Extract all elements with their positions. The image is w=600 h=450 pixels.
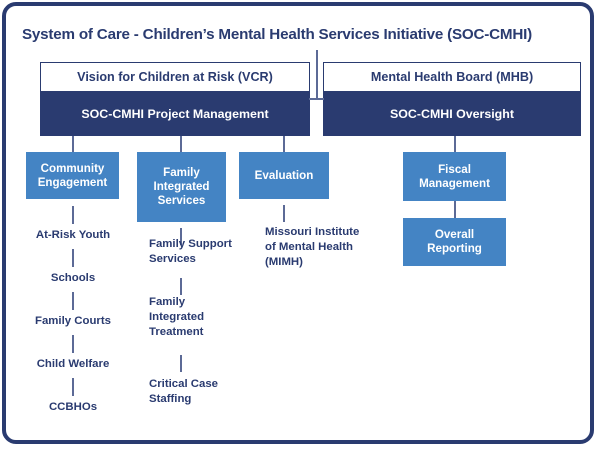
connector-community-2 (72, 249, 74, 267)
role-bar-oversight: SOC-CMHI Oversight (323, 92, 581, 136)
leaf-schools: Schools (50, 272, 96, 284)
leaf-mimh: Missouri Institute of Mental Health (MIM… (265, 226, 360, 269)
connector-drop-family-integrated-services (180, 136, 182, 152)
connector-family-2 (180, 278, 182, 295)
header-box-mhb: Mental Health Board (MHB) (323, 62, 581, 92)
leaf-ccbhos: CCBHOs (48, 401, 98, 413)
branch-box-family-integrated-services[interactable]: Family Integrated Services (137, 152, 226, 222)
header-box-vcr: Vision for Children at Risk (VCR) (40, 62, 310, 92)
connector-community-1 (72, 206, 74, 224)
connector-evaluation-1 (283, 205, 285, 222)
connector-drop-fiscal-management (454, 136, 456, 152)
connector-top-groups-vertical (316, 50, 318, 99)
connector-community-5 (72, 378, 74, 396)
branch-box-evaluation[interactable]: Evaluation (239, 152, 329, 199)
connector-family-3 (180, 355, 182, 372)
connector-fiscal-1 (454, 201, 456, 218)
leaf-family-courts: Family Courts (35, 315, 111, 327)
connector-top-groups-horizontal (309, 98, 324, 100)
connector-community-4 (72, 335, 74, 353)
leaf-family-integrated-treatment: Family Integrated Treatment (149, 296, 205, 339)
role-bar-project-management: SOC-CMHI Project Management (40, 92, 310, 136)
connector-family-1 (180, 228, 182, 245)
branch-box-overall-reporting[interactable]: Overall Reporting (403, 218, 506, 266)
leaf-critical-case-staffing: Critical Case Staffing (149, 378, 219, 406)
branch-box-fiscal-management[interactable]: Fiscal Management (403, 152, 506, 201)
leaf-child-welfare: Child Welfare (36, 358, 110, 370)
branch-box-community-engagement[interactable]: Community Engagement (26, 152, 119, 199)
connector-community-3 (72, 292, 74, 310)
leaf-at-risk-youth: At-Risk Youth (35, 229, 111, 241)
page-title: System of Care - Children’s Mental Healt… (22, 26, 532, 43)
leaf-family-support-services: Family Support Services (149, 238, 232, 266)
diagram-frame: System of Care - Children’s Mental Healt… (2, 2, 594, 444)
connector-drop-community-engagement (72, 136, 74, 152)
connector-drop-evaluation (283, 136, 285, 152)
